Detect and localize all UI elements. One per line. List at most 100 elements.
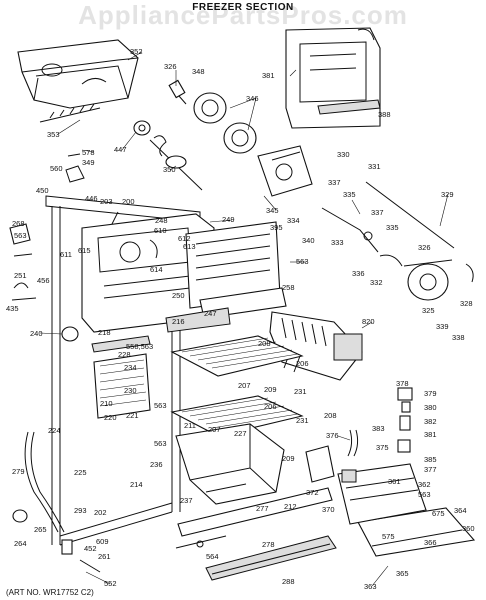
part-number-label: 578 [82, 148, 95, 157]
fan-shroud-370 [337, 463, 427, 525]
part-number-label: 348 [192, 67, 205, 76]
part-number-label: 450 [36, 186, 49, 195]
part-number-label: 214 [130, 480, 143, 489]
air-duct-assembly [81, 213, 215, 333]
part-number-label: 447 [114, 145, 127, 154]
art-number: (ART NO. WR17752 C2) [6, 588, 94, 597]
part-number-label: 349 [82, 158, 95, 167]
part-number-label: 325 [422, 306, 435, 315]
part-number-label: 381 [262, 71, 275, 80]
watermark: AppliancePartsPros.com [78, 0, 408, 30]
part-number-label: 339 [436, 322, 449, 331]
part-number-label: 366 [424, 538, 437, 547]
part-number-label: 210 [100, 399, 113, 408]
part-number-label: 388 [378, 110, 391, 119]
part-number-label: 610 [154, 226, 167, 235]
part-number-label: 452 [84, 544, 97, 553]
shelf-upper [170, 335, 304, 377]
part-number-label: 378 [396, 379, 409, 388]
part-number-label: 336 [352, 269, 365, 278]
part-number-label: 372 [306, 488, 319, 497]
part-number-label: 345 [266, 206, 279, 215]
part-number-label: 338 [452, 333, 465, 342]
part-number-label: 265 [34, 525, 47, 534]
part-number-label: 611 [60, 250, 72, 259]
part-number-label: 208 [324, 411, 337, 420]
dispenser-housing-381 [285, 27, 381, 129]
part-number-label: 385 [424, 455, 437, 464]
drain-pan-360 [357, 507, 476, 557]
part-number-label: 326 [164, 62, 177, 71]
part-number-label: 240 [30, 329, 43, 338]
part-number-label: 563 [418, 490, 431, 499]
motor-325 [403, 259, 474, 301]
part-number-label: 362 [418, 480, 431, 489]
part-number-label: 207 [208, 425, 221, 434]
part-number-label: 563 [154, 401, 167, 410]
part-number-label: 231 [294, 387, 307, 396]
part-number-label: 209 [282, 454, 295, 463]
section-title: FREEZER SECTION [192, 2, 294, 13]
part-number-label: 326 [418, 243, 431, 252]
part-number-label: 228 [118, 350, 131, 359]
part-number-label: 382 [424, 417, 437, 426]
part-number-label: 208 [258, 339, 271, 348]
part-number-label: 675 [432, 509, 445, 518]
part-number-label: 250 [172, 291, 185, 300]
part-number-label: 277 [256, 504, 269, 513]
part-number-label: 564 [206, 552, 219, 561]
part-number-label: 381 [424, 430, 437, 439]
part-number-label: 360 [462, 524, 475, 533]
part-number-label: 261 [98, 552, 111, 561]
part-number-label: 375 [376, 443, 389, 452]
part-number-label: 376 [326, 431, 339, 440]
part-number-label: 612 [178, 234, 191, 243]
part-number-label: 613 [183, 242, 196, 251]
part-number-label: 333 [331, 238, 344, 247]
bar-218 [91, 335, 151, 353]
part-number-label: 563 [296, 257, 309, 266]
motor-plate-345 [257, 145, 313, 197]
part-number-label: 615 [78, 246, 91, 255]
part-number-label: 575 [382, 532, 395, 541]
part-number-label: 340 [302, 236, 315, 245]
bracket-372 [305, 445, 335, 483]
part-number-label: 352 [130, 47, 143, 56]
part-number-label: 278 [262, 540, 275, 549]
part-number-label: 395 [270, 223, 283, 232]
part-number-label: 203 [100, 197, 113, 206]
part-number-label: 220 [104, 413, 117, 422]
part-number-label: 258 [282, 283, 295, 292]
part-number-label: 560 [50, 164, 63, 173]
part-number-label: 380 [424, 403, 437, 412]
part-number-label: 211 [184, 421, 196, 430]
part-number-labels: 352 326 348 346 381 388 353 578 447 349 … [6, 47, 475, 591]
part-number-label: 335 [343, 190, 356, 199]
leader-lines [39, 51, 449, 587]
part-number-label: 563 [154, 439, 167, 448]
part-number-label: 337 [328, 178, 341, 187]
part-number-label: 236 [150, 460, 163, 469]
part-number-label: 435 [6, 304, 19, 313]
part-number-label: 227 [234, 429, 247, 438]
grille-288 [205, 535, 337, 581]
part-number-label: 335 [386, 223, 399, 232]
part-number-label: 558,563 [126, 342, 153, 351]
part-number-label: 234 [124, 363, 137, 372]
basket-211 [175, 423, 285, 505]
part-number-label: 330 [337, 150, 350, 159]
part-number-label: 247 [204, 309, 217, 318]
switch-parts [347, 387, 413, 457]
part-number-label: 207 [238, 381, 251, 390]
auger-353 [39, 103, 101, 123]
part-number-label: 224 [48, 426, 61, 435]
part-number-label: 350 [163, 165, 176, 174]
part-number-label: 446 [85, 194, 98, 203]
part-number-label: 237 [180, 496, 193, 505]
part-number-label: 820 [362, 317, 375, 326]
part-number-label: 353 [47, 130, 60, 139]
linkage [321, 207, 403, 267]
part-number-label: 337 [371, 208, 384, 217]
part-number-label: 212 [284, 502, 297, 511]
